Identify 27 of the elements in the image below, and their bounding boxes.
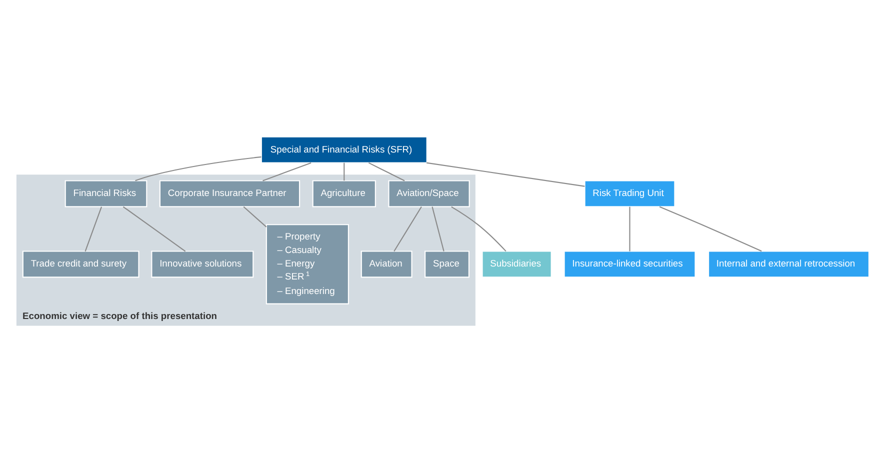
node-box: Risk Trading Unit <box>584 180 676 208</box>
node-box: Aviation <box>360 250 412 278</box>
connector <box>426 162 585 187</box>
node-box: Space <box>424 250 470 278</box>
node-box: Insurance-linked securities <box>564 250 696 278</box>
connector <box>122 206 186 252</box>
node-box: Internal and external retrocession <box>708 250 870 278</box>
connector <box>451 206 506 252</box>
node-box: Special and Financial Risks (SFR) <box>260 136 428 164</box>
connector <box>243 206 267 228</box>
connector <box>659 206 762 252</box>
connector <box>629 206 630 252</box>
connector <box>368 162 405 182</box>
node-box: Agriculture <box>312 180 376 208</box>
connector <box>84 206 102 252</box>
node-box: Corporate Insurance Partner <box>159 180 300 208</box>
connector <box>262 162 312 182</box>
node-box: Aviation/Space <box>388 180 470 208</box>
connector <box>432 206 444 252</box>
connector <box>394 206 422 252</box>
node-box: Subsidiaries <box>482 250 552 278</box>
connector <box>344 162 345 181</box>
node-box: Financial Risks <box>64 180 148 208</box>
node-box: Trade credit and surety <box>22 250 140 278</box>
node-box: Innovative solutions <box>151 250 254 278</box>
node-box: – Property – Casualty – Energy – SER$^{1}$ – Engineering <box>266 224 349 304</box>
connector <box>135 156 262 182</box>
